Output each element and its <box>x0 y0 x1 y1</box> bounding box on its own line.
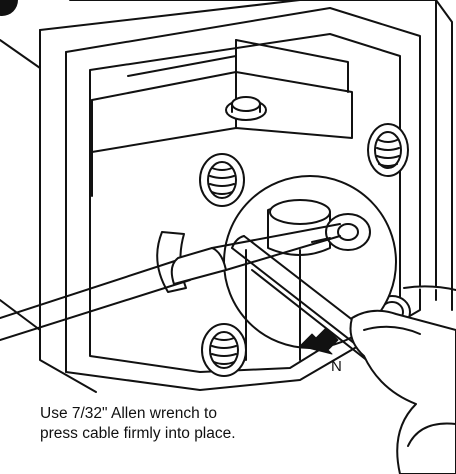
corner-hole-top-left <box>199 153 245 207</box>
caption-line-2: press cable firmly into place. <box>40 425 236 442</box>
corner-hole-bottom-left <box>201 323 247 377</box>
callout-label: N <box>331 358 342 375</box>
corner-hole-top-right <box>367 123 409 177</box>
hand <box>349 285 456 474</box>
top-rail <box>91 39 353 197</box>
instruction-caption: Use 7/32" Allen wrench to press cable fi… <box>40 404 236 444</box>
step-number-badge <box>0 0 18 16</box>
caption-line-1: Use 7/32" Allen wrench to <box>40 405 217 422</box>
set-screw <box>225 96 267 121</box>
arrow-icon <box>299 327 339 355</box>
retaining-clip <box>311 213 371 251</box>
